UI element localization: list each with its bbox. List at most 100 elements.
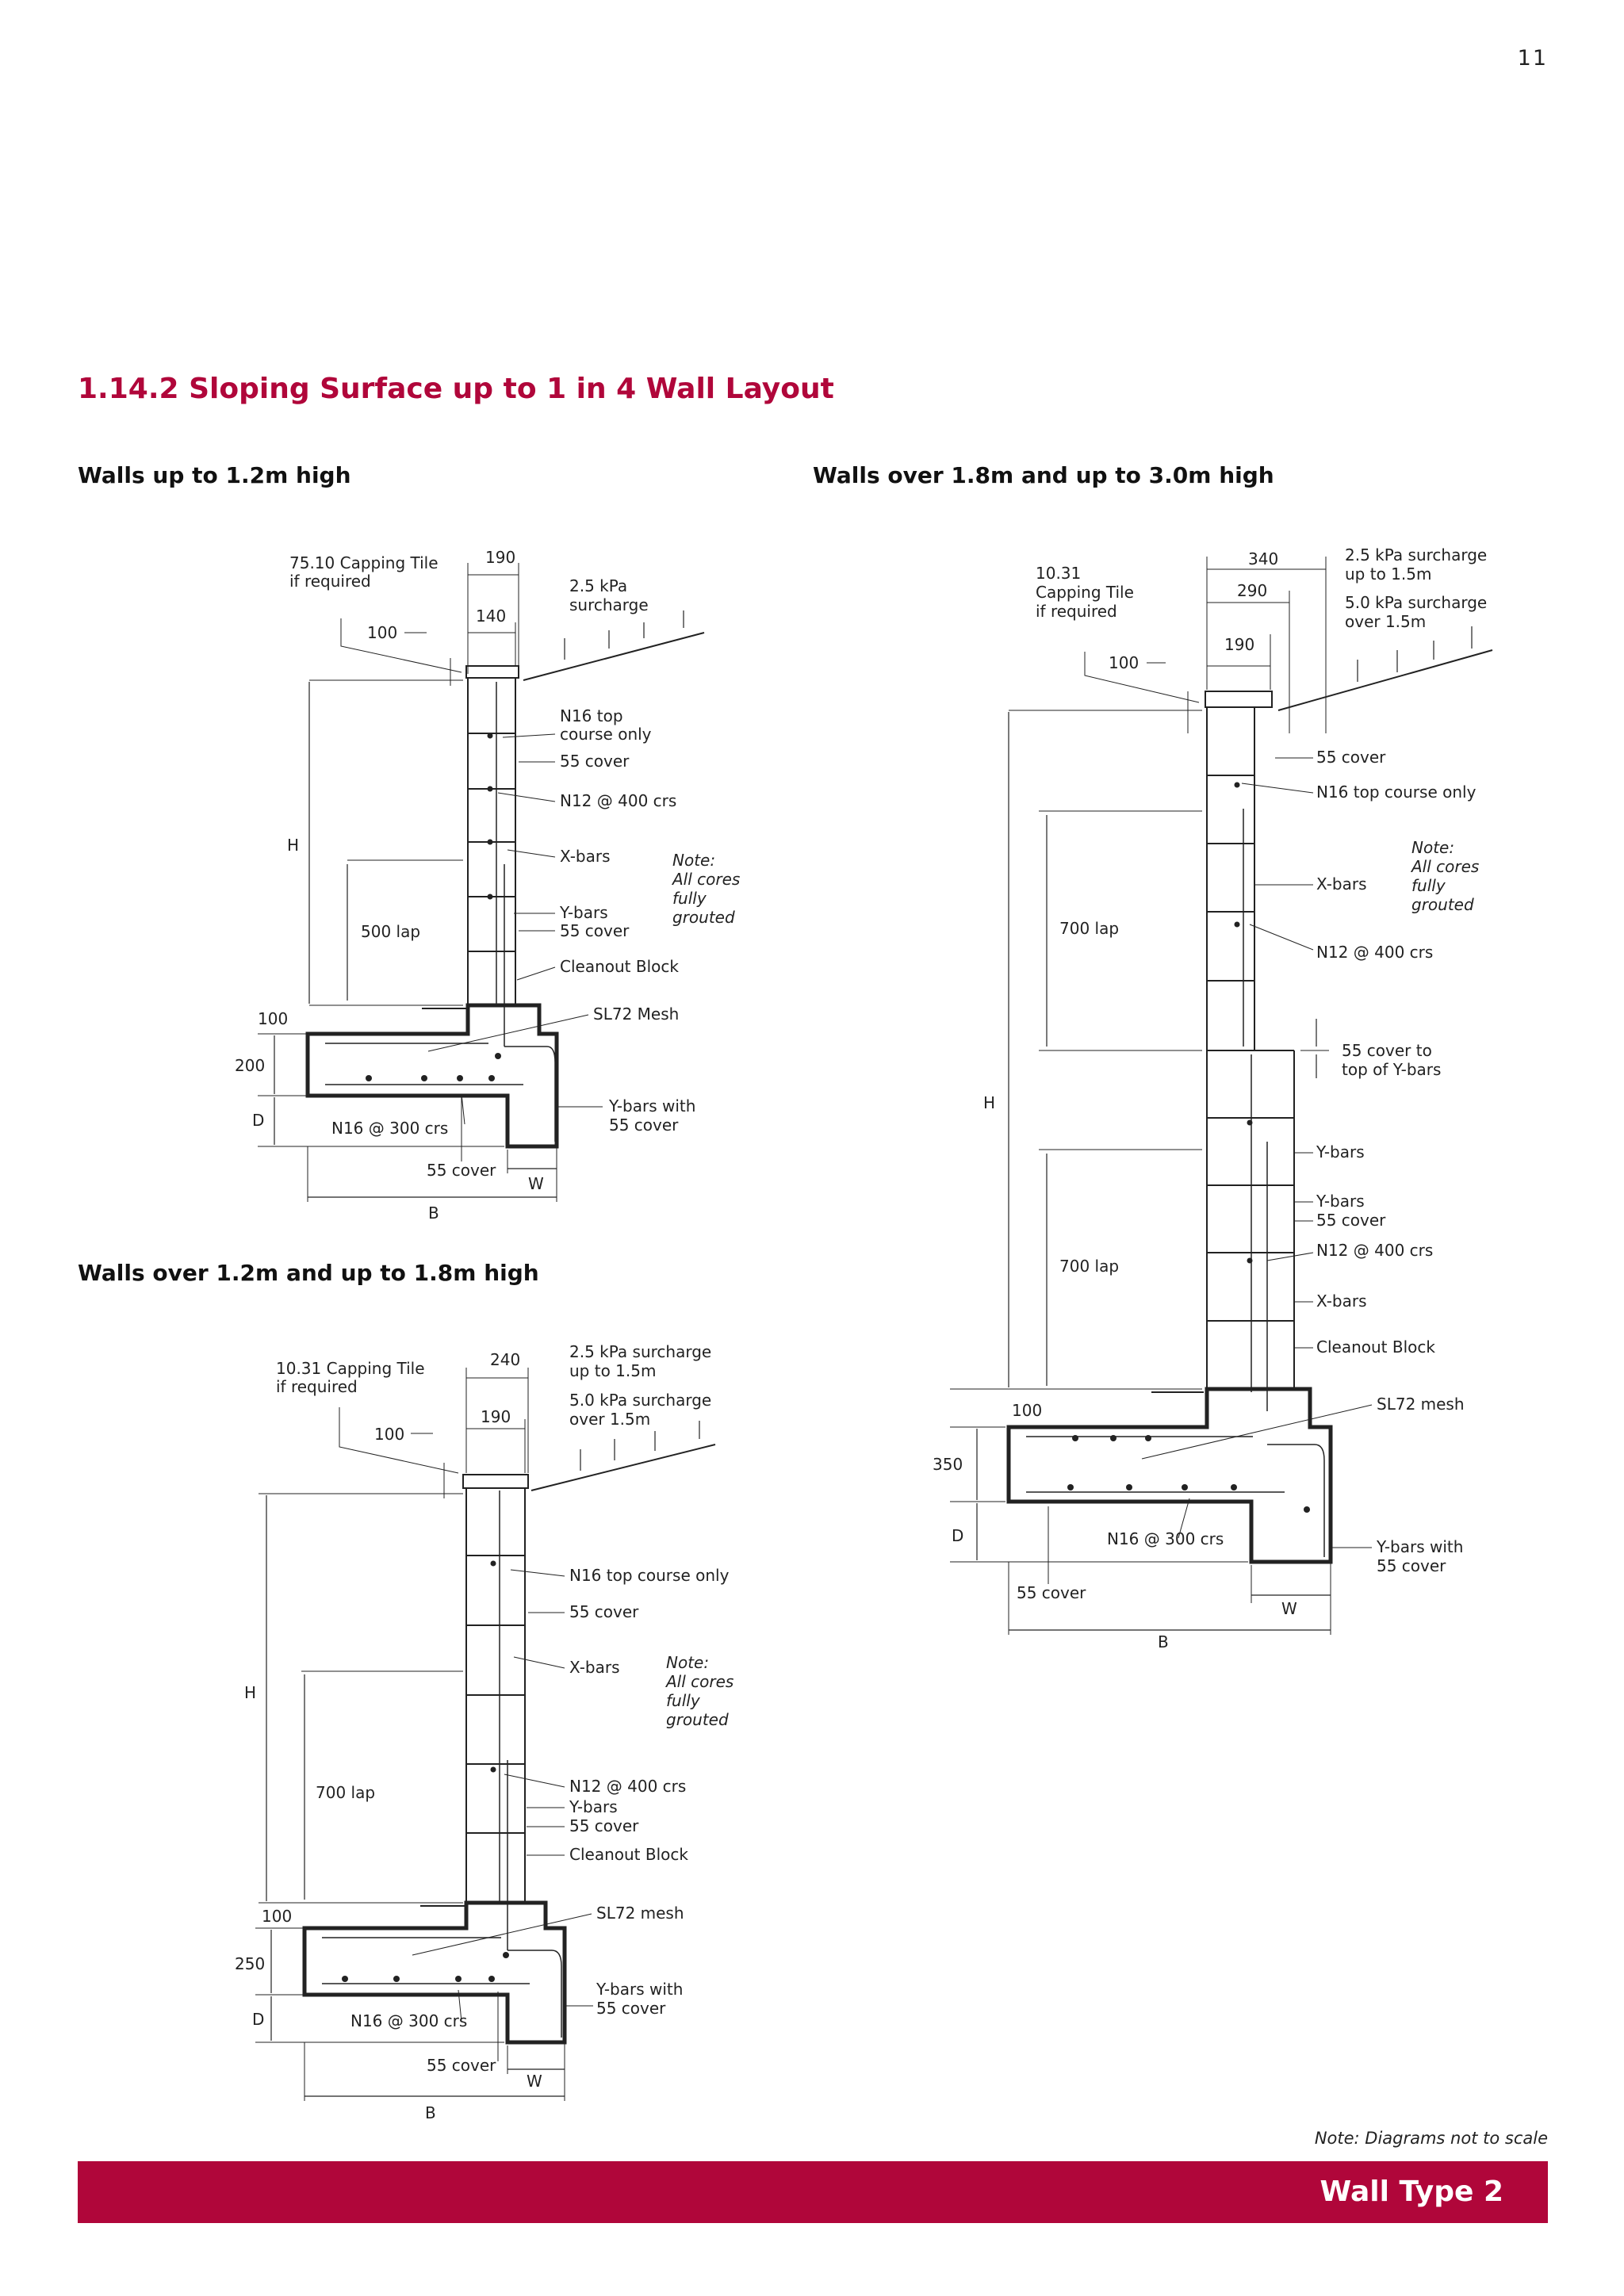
- d1-dim-100-footing: 100: [258, 1009, 288, 1028]
- d3-cover-top-ybars-2: top of Y-bars: [1342, 1060, 1441, 1079]
- diagram-walls-1-8-to-3-0m: 10.31 Capping Tile if required 340 290 1…: [933, 545, 1493, 1651]
- d3-dim-b: B: [1158, 1632, 1169, 1651]
- d3-dim-h: H: [983, 1093, 995, 1112]
- d3-xbars-label-2: X-bars: [1316, 1292, 1367, 1311]
- d1-cover-label-2: 55 cover: [560, 921, 630, 940]
- d1-dim-b: B: [428, 1203, 439, 1223]
- d1-n12-label: N12 @ 400 crs: [560, 791, 676, 810]
- d3-n12-label-2: N12 @ 400 crs: [1316, 1241, 1433, 1260]
- d2-cover-label-2: 55 cover: [569, 1816, 639, 1835]
- diagrams-note: Note: Diagrams not to scale: [1314, 2129, 1548, 2148]
- d2-dim-w: W: [527, 2072, 542, 2091]
- d3-cover-top-ybars-1: 55 cover to: [1342, 1041, 1432, 1060]
- d3-cleanout-label: Cleanout Block: [1316, 1337, 1435, 1357]
- d2-cover-label-3: 55 cover: [427, 2056, 496, 2075]
- d2-dim-100: 100: [374, 1425, 404, 1444]
- d3-ybars-with-1: Y-bars with: [1376, 1537, 1463, 1556]
- footer-band: Wall Type 2: [78, 2161, 1548, 2223]
- d3-lap-label-2: 700 lap: [1059, 1257, 1119, 1276]
- diagram-walls-1-2-to-1-8m: 10.31 Capping Tile if required 240 190 1…: [235, 1342, 733, 2122]
- d3-lap-label-1: 700 lap: [1059, 919, 1119, 938]
- subheading-walls-1-2-to-1-8m: Walls over 1.2m and up to 1.8m high: [78, 1260, 539, 1286]
- d1-dim-w: W: [528, 1174, 544, 1193]
- d3-note-1: Note:: [1411, 838, 1454, 857]
- d2-dim-d: D: [252, 2010, 264, 2029]
- d1-n16-label-1: N16 top: [560, 706, 623, 725]
- d1-dim-200: 200: [235, 1056, 265, 1075]
- subheading-walls-1-8-to-3-0m: Walls over 1.8m and up to 3.0m high: [813, 462, 1274, 488]
- d1-dim-100: 100: [367, 623, 397, 642]
- d3-ybars-label-2: Y-bars: [1316, 1192, 1365, 1211]
- d1-n16-label-2: course only: [560, 725, 652, 744]
- d3-dim-290: 290: [1237, 581, 1267, 600]
- d2-note-3: fully: [666, 1691, 701, 1710]
- d2-note-4: grouted: [666, 1710, 729, 1729]
- d1-surcharge-2: surcharge: [569, 595, 649, 614]
- d2-ybars-with-1: Y-bars with: [596, 1980, 683, 1999]
- d3-dim-350: 350: [933, 1455, 963, 1474]
- d3-dim-190: 190: [1224, 635, 1254, 654]
- d3-dim-100-footing: 100: [1012, 1401, 1042, 1420]
- d1-capping-label-2: if required: [289, 572, 371, 591]
- d2-capping-label-1: 10.31 Capping Tile: [276, 1359, 425, 1378]
- d1-note-1: Note:: [672, 851, 715, 870]
- d2-dim-100-footing: 100: [262, 1907, 292, 1926]
- d3-dim-340: 340: [1248, 549, 1278, 568]
- d3-dim-100: 100: [1109, 653, 1139, 672]
- d2-surcharge-1a: 2.5 kPa surcharge: [569, 1342, 711, 1361]
- d3-note-3: fully: [1411, 876, 1446, 895]
- d2-note-1: Note:: [666, 1653, 709, 1672]
- d3-note-2: All cores: [1410, 857, 1479, 876]
- page-number: 11: [1517, 46, 1548, 71]
- d3-surcharge-2b: over 1.5m: [1345, 612, 1426, 631]
- d1-cover-label-1: 55 cover: [560, 752, 630, 771]
- d2-n16-label: N16 top course only: [569, 1566, 730, 1585]
- d1-note-3: fully: [672, 889, 707, 908]
- d1-ybars-with-1: Y-bars with: [608, 1096, 695, 1115]
- d3-capping-label-1: 10.31: [1036, 564, 1081, 583]
- subheading-walls-up-to-1-2m: Walls up to 1.2m high: [78, 462, 351, 488]
- diagram-walls-up-to-1-2m: 75.10 Capping Tile if required 190 140 1…: [235, 548, 740, 1223]
- d1-dim-190: 190: [485, 548, 515, 567]
- d2-cleanout-label: Cleanout Block: [569, 1845, 688, 1864]
- d2-n12-label: N12 @ 400 crs: [569, 1777, 686, 1796]
- d1-dim-140: 140: [476, 607, 506, 626]
- d1-surcharge-1: 2.5 kPa: [569, 576, 627, 595]
- d3-surcharge-2a: 5.0 kPa surcharge: [1345, 593, 1487, 612]
- d1-dim-h: H: [287, 836, 299, 855]
- d3-cover-label-1: 55 cover: [1316, 748, 1386, 767]
- d2-dim-240: 240: [490, 1350, 520, 1369]
- d2-surcharge-2b: over 1.5m: [569, 1410, 650, 1429]
- d2-xbars-label: X-bars: [569, 1658, 620, 1677]
- d1-ybars-label: Y-bars: [559, 903, 608, 922]
- d3-capping-label-2: Capping Tile: [1036, 583, 1134, 602]
- d1-note-2: All cores: [671, 870, 740, 889]
- d2-ybars-label: Y-bars: [569, 1797, 618, 1816]
- d2-dim-250: 250: [235, 1954, 265, 1973]
- d3-surcharge-1b: up to 1.5m: [1345, 564, 1431, 584]
- d2-dim-b: B: [425, 2103, 436, 2122]
- d2-ybars-with-2: 55 cover: [596, 1999, 666, 2018]
- d2-lap-label: 700 lap: [316, 1783, 375, 1802]
- d3-ybars-with-2: 55 cover: [1377, 1556, 1446, 1575]
- d3-note-4: grouted: [1411, 895, 1474, 914]
- d3-dim-w: W: [1281, 1599, 1297, 1618]
- d2-dim-h: H: [244, 1683, 256, 1702]
- d1-ybars-with-2: 55 cover: [609, 1115, 679, 1135]
- section-heading: 1.14.2 Sloping Surface up to 1 in 4 Wall…: [78, 373, 834, 405]
- d3-mesh-label: SL72 mesh: [1377, 1395, 1465, 1414]
- d3-cover-label-3: 55 cover: [1017, 1583, 1086, 1602]
- d1-note-4: grouted: [672, 908, 735, 927]
- d2-dim-190: 190: [481, 1407, 511, 1426]
- footer-label: Wall Type 2: [1320, 2175, 1503, 2208]
- d3-surcharge-1a: 2.5 kPa surcharge: [1345, 545, 1487, 564]
- d3-n16-crs-label: N16 @ 300 crs: [1107, 1529, 1224, 1548]
- d2-cover-label-1: 55 cover: [569, 1602, 639, 1621]
- d2-n16-crs-label: N16 @ 300 crs: [350, 2011, 467, 2030]
- d1-capping-label-1: 75.10 Capping Tile: [289, 553, 439, 572]
- d2-mesh-label: SL72 mesh: [596, 1904, 684, 1923]
- d1-cleanout-label: Cleanout Block: [560, 957, 679, 976]
- d3-dim-d: D: [952, 1526, 963, 1545]
- d1-n16-crs-label: N16 @ 300 crs: [331, 1119, 448, 1138]
- d1-mesh-label: SL72 Mesh: [593, 1004, 679, 1024]
